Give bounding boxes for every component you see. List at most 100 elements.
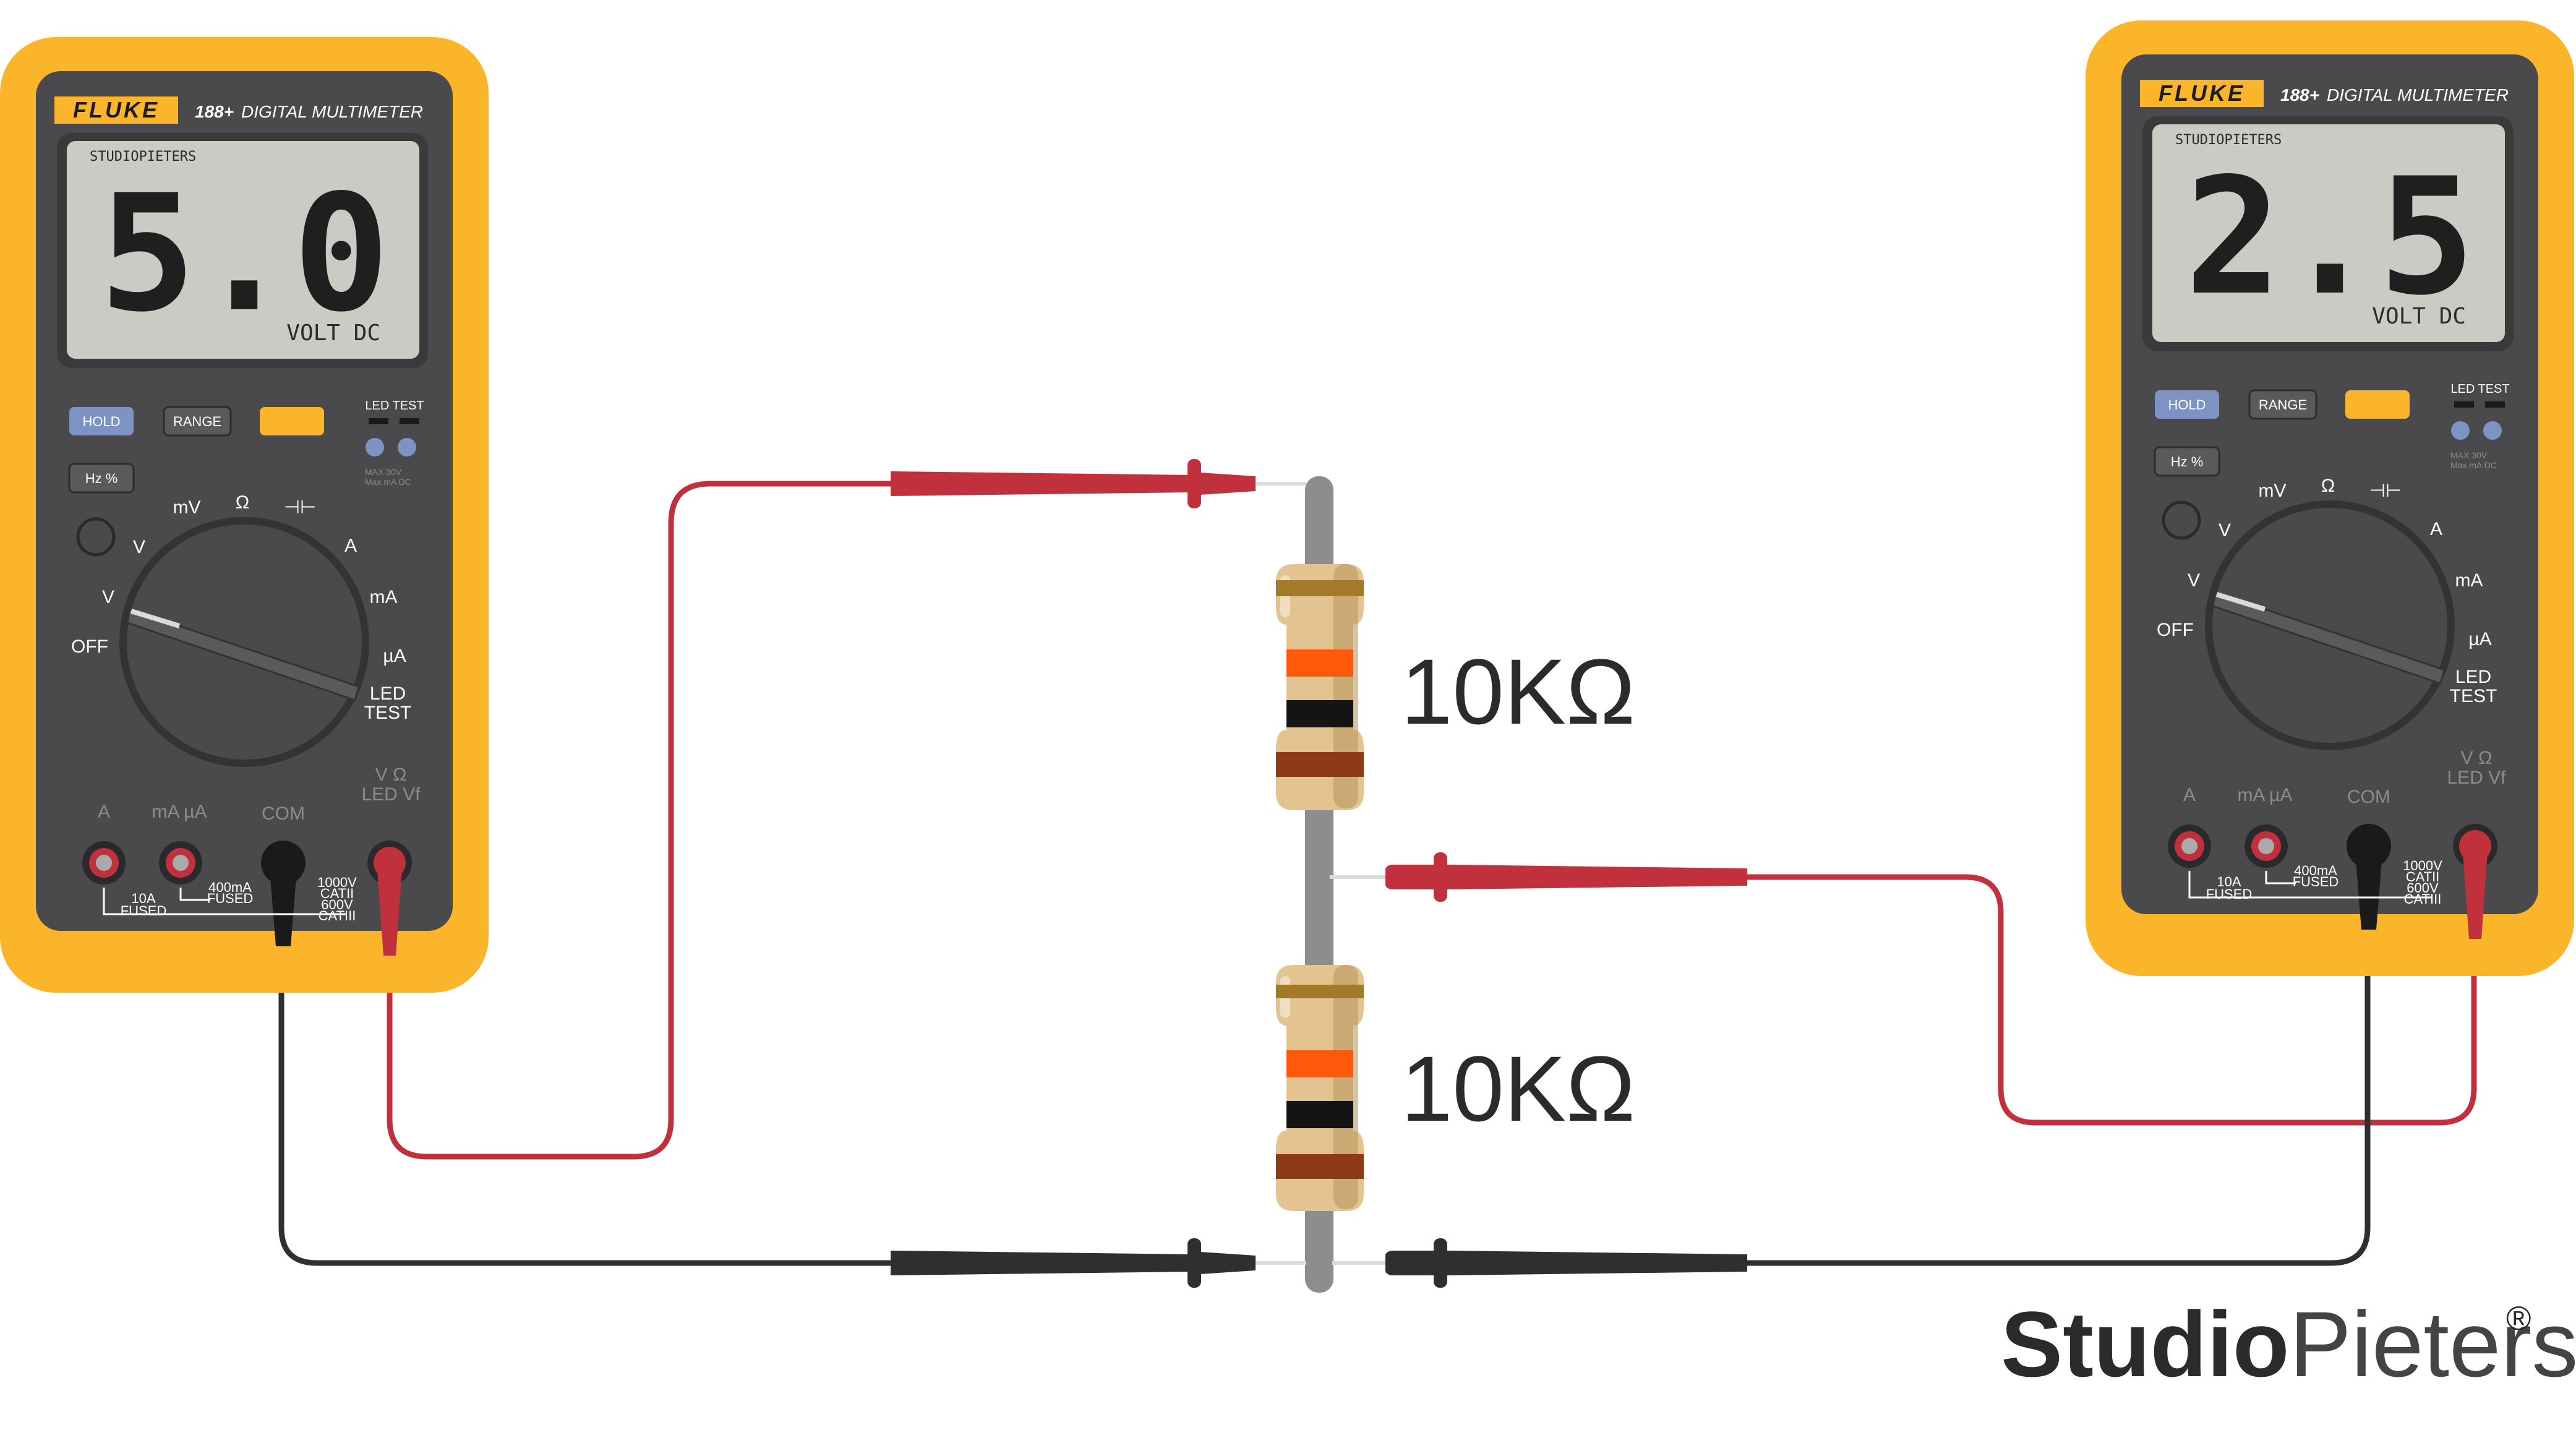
jack-label-com: COM bbox=[262, 803, 305, 824]
red-lead-wire-right bbox=[1738, 874, 2477, 1126]
black-lead-wire-right bbox=[1741, 928, 2371, 1266]
fuse-a-2: FUSED bbox=[2206, 886, 2253, 902]
hold-button[interactable] bbox=[69, 407, 134, 435]
hold-button-label: HOLD bbox=[2168, 397, 2206, 413]
hz-button-label: Hz % bbox=[85, 471, 118, 486]
brand-logo: FLUKE bbox=[73, 97, 160, 122]
led-test-socket-2[interactable] bbox=[398, 438, 416, 456]
hz-button-label: Hz % bbox=[2171, 454, 2204, 469]
model-description: DIGITAL MULTIMETER bbox=[2327, 85, 2509, 105]
jack-label-vohm: V Ω bbox=[375, 764, 407, 785]
resistor-circuit: 10KΩ 10KΩ bbox=[1276, 476, 1635, 1293]
yellow-function-button[interactable] bbox=[2345, 390, 2410, 419]
hz-button[interactable] bbox=[2154, 446, 2220, 477]
dial-milliamp: mA bbox=[2455, 570, 2483, 591]
logo-studio: Studio bbox=[2001, 1292, 2290, 1396]
jack-label-a: A bbox=[98, 802, 110, 822]
cat-rating-3: 600V bbox=[2407, 880, 2439, 896]
logo-pieters: Pieters bbox=[2290, 1292, 2576, 1396]
dial-led: LED bbox=[2455, 667, 2491, 687]
led-test-label: LED TEST bbox=[2450, 382, 2509, 396]
jack-label-com: COM bbox=[2347, 787, 2390, 807]
fuse-a-1: 10A bbox=[131, 891, 155, 906]
studiopieters-logo: StudioPieters ® bbox=[2001, 1292, 2576, 1396]
multimeter-left: FLUKE 188+ DIGITAL MULTIMETER STUDIOPIET… bbox=[0, 37, 489, 993]
model-number: 188+ bbox=[2280, 85, 2319, 105]
fuse-a-1: 10A bbox=[2217, 874, 2241, 889]
led-rating-1: MAX 30V bbox=[2450, 450, 2488, 460]
led-test-socket-1[interactable] bbox=[366, 438, 384, 456]
led-test-socket-2[interactable] bbox=[2483, 421, 2502, 440]
jack-label-ma: mA µA bbox=[152, 802, 207, 822]
range-button[interactable] bbox=[2248, 389, 2317, 420]
hold-button-label: HOLD bbox=[82, 414, 120, 429]
dial-v-small: V bbox=[133, 537, 145, 557]
jack-label-ledvf: LED Vf bbox=[361, 784, 421, 805]
multimeter-right: FLUKE 188+ DIGITAL MULTIMETER STUDIOPIET… bbox=[2086, 20, 2574, 976]
cat-rating-4: CATIII bbox=[2404, 891, 2442, 907]
lcd-reading: 5.0 bbox=[99, 161, 390, 348]
red-lead-wire-left bbox=[387, 481, 900, 1160]
model-description: DIGITAL MULTIMETER bbox=[241, 102, 423, 121]
lcd-unit: VOLT DC bbox=[2372, 304, 2466, 329]
cat-rating-4: CATIII bbox=[319, 908, 356, 923]
led-test-socket-1[interactable] bbox=[2451, 421, 2470, 440]
rotary-dial[interactable] bbox=[119, 517, 369, 767]
red-probe-middle[interactable] bbox=[1330, 852, 1747, 902]
black-probe-left[interactable] bbox=[891, 1238, 1306, 1288]
dial-capacitor: ⊣⊢ bbox=[2369, 481, 2402, 501]
jack-label-ledvf: LED Vf bbox=[2447, 768, 2506, 788]
dial-mv: mV bbox=[2259, 481, 2287, 501]
dial-off: OFF bbox=[71, 636, 108, 657]
brand-badge bbox=[2140, 80, 2264, 107]
jack-label-vohm: V Ω bbox=[2461, 748, 2493, 768]
fuse-ma-2: FUSED bbox=[207, 891, 254, 906]
fuse-ma-2: FUSED bbox=[2293, 874, 2339, 889]
dial-capacitor: ⊣⊢ bbox=[284, 497, 316, 518]
dial-amp: A bbox=[344, 536, 357, 556]
led-rating-2: Max mA DC bbox=[365, 477, 411, 487]
hold-button[interactable] bbox=[2155, 390, 2219, 419]
lcd-screen bbox=[67, 141, 419, 359]
cat-rating-1: 1000V bbox=[317, 875, 357, 890]
led-rating-1: MAX 30V bbox=[365, 467, 402, 477]
range-button-label: RANGE bbox=[2259, 397, 2307, 413]
lcd-unit: VOLT DC bbox=[286, 320, 380, 346]
brand-badge bbox=[54, 96, 178, 124]
black-lead-wire-left bbox=[278, 946, 897, 1266]
fuse-ma-1: 400mA bbox=[2294, 863, 2337, 878]
led-test-label: LED TEST bbox=[365, 399, 424, 413]
led-rating-2: Max mA DC bbox=[2450, 460, 2497, 470]
brand-logo: FLUKE bbox=[2159, 80, 2245, 106]
dial-v: V bbox=[102, 587, 114, 607]
backlight-button[interactable] bbox=[2162, 500, 2201, 540]
red-probe-top[interactable] bbox=[891, 459, 1306, 508]
dial-led-test: TEST bbox=[2450, 686, 2497, 706]
range-button[interactable] bbox=[163, 406, 232, 437]
jack-label-a: A bbox=[2183, 785, 2196, 805]
backlight-button[interactable] bbox=[76, 517, 116, 557]
yellow-function-button[interactable] bbox=[260, 407, 324, 435]
cat-rating-2: CATII bbox=[2406, 869, 2440, 884]
black-probe-right[interactable] bbox=[1332, 1238, 1747, 1288]
dial-led: LED bbox=[370, 683, 406, 704]
range-button-label: RANGE bbox=[173, 414, 221, 429]
cat-rating-3: 600V bbox=[321, 897, 353, 912]
logo-registered-mark: ® bbox=[2506, 1299, 2531, 1337]
resistor-2-label: 10KΩ bbox=[1401, 1037, 1635, 1141]
lcd-reading: 2.5 bbox=[2184, 144, 2475, 331]
model-number: 188+ bbox=[195, 102, 234, 121]
rotary-dial[interactable] bbox=[2205, 500, 2455, 750]
dial-off: OFF bbox=[2157, 620, 2194, 640]
dial-v: V bbox=[2188, 570, 2200, 591]
dial-microamp: µA bbox=[2468, 629, 2491, 649]
dial-microamp: µA bbox=[383, 646, 406, 666]
hz-button[interactable] bbox=[68, 463, 135, 494]
lcd-screen bbox=[2152, 124, 2505, 342]
lcd-owner: STUDIOPIETERS bbox=[2175, 132, 2282, 148]
dial-ohm: Ω bbox=[236, 492, 249, 513]
lcd-owner: STUDIOPIETERS bbox=[90, 149, 196, 165]
fuse-ma-1: 400mA bbox=[208, 880, 252, 895]
dial-pointer bbox=[126, 608, 360, 701]
